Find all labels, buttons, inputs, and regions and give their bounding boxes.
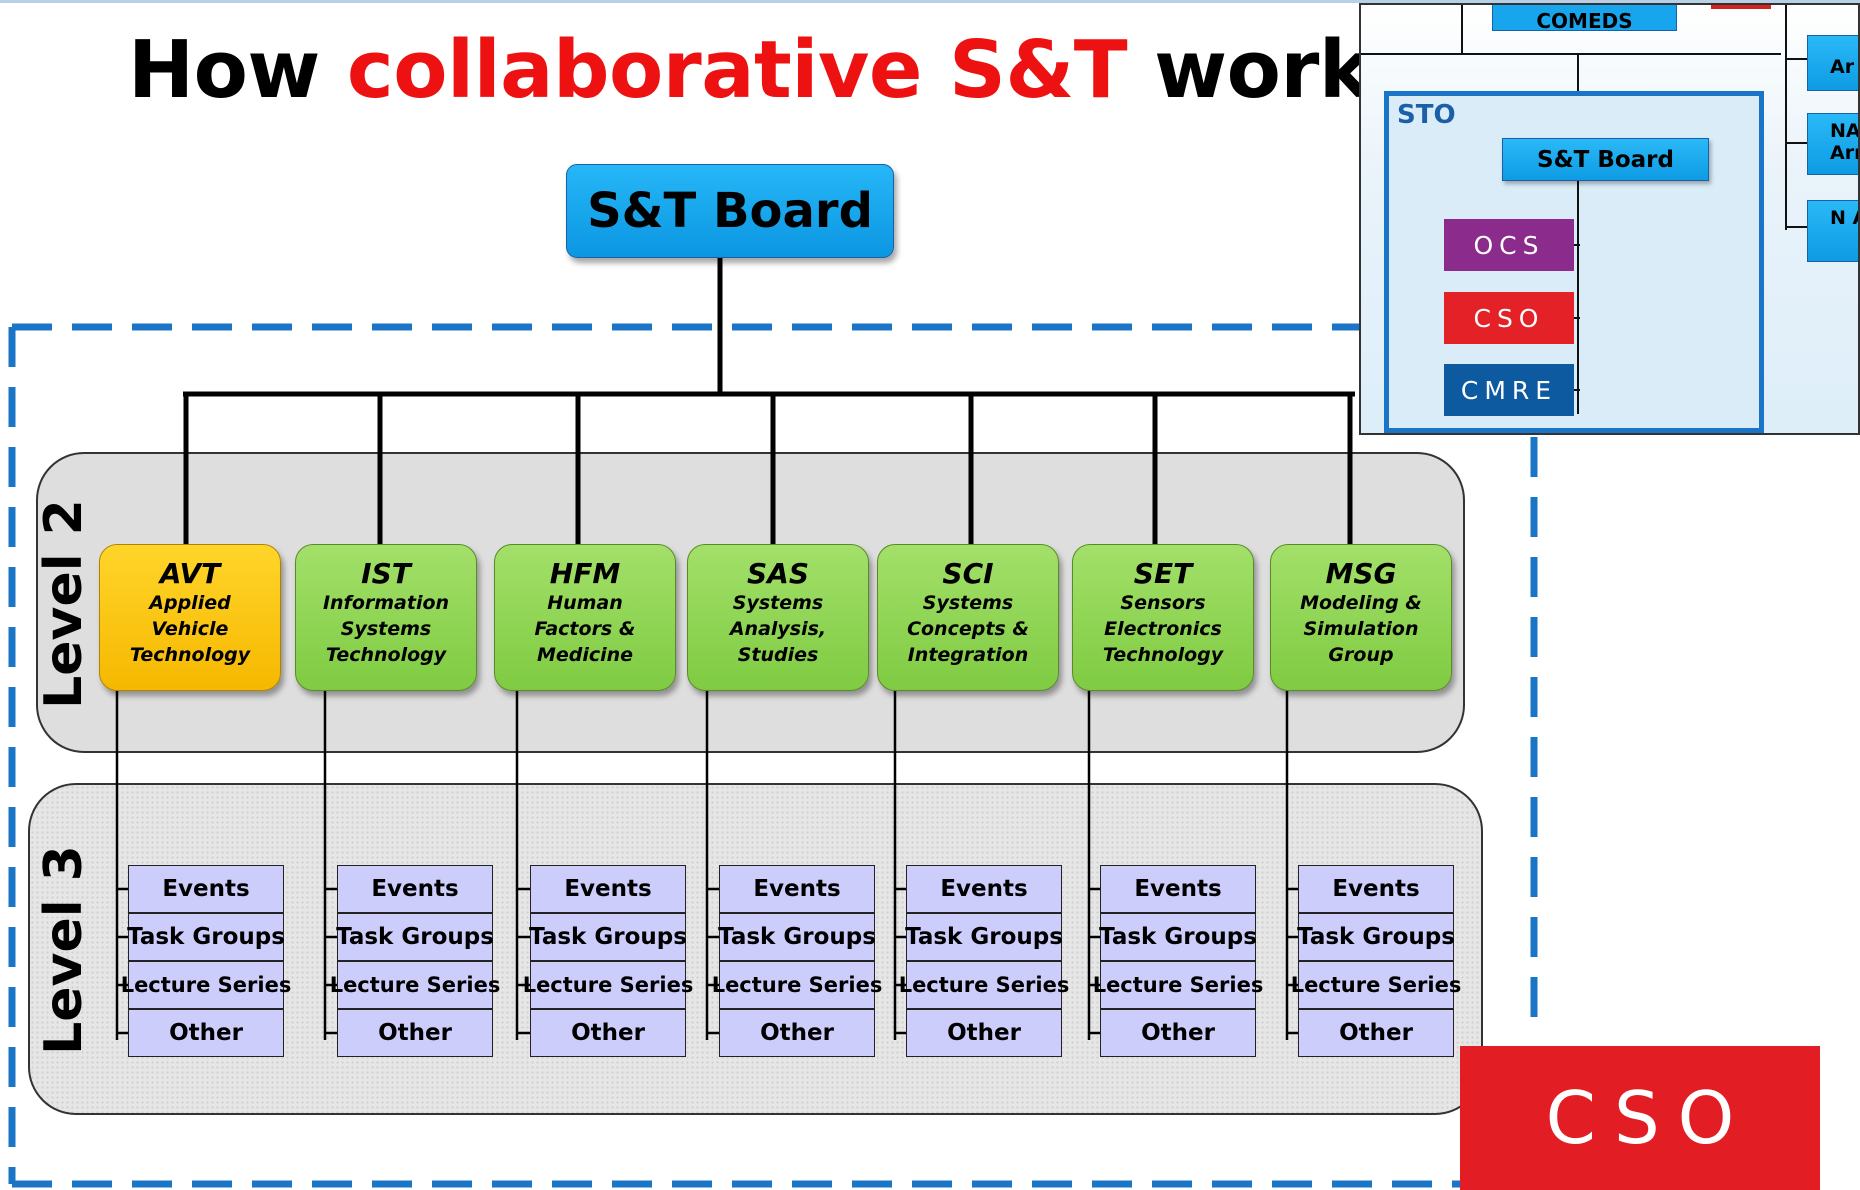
activity-box-lecture-series: Lecture Series [712, 961, 882, 1009]
panel-name-line: Technology [1102, 644, 1224, 666]
activity-box-task-groups: Task Groups [529, 913, 687, 961]
panel-name-line: Systems [922, 592, 1014, 614]
activity-box-task-groups: Task Groups [1099, 913, 1257, 961]
panel-name-line: Integration [907, 644, 1029, 666]
panel-name-line: Medicine [536, 644, 634, 666]
panel-name-line: Systems [732, 592, 824, 614]
panel-name-line: Concepts & [907, 618, 1029, 640]
panel-name-line: Information [322, 592, 450, 614]
activity-box-other: Other [128, 1009, 284, 1057]
activity-box-other: Other [1298, 1009, 1454, 1057]
panel-name-line: Simulation [1303, 618, 1419, 640]
sto-label: STO [1397, 100, 1456, 130]
activity-box-events: Events [530, 865, 686, 913]
panel-name-line: Electronics [1104, 618, 1222, 640]
activity-box-task-groups: Task Groups [127, 913, 285, 961]
panel-abbr: HFM [549, 557, 621, 590]
activity-box-other: Other [719, 1009, 875, 1057]
panel-name-line: Technology [325, 644, 447, 666]
panel-name-line: Technology [129, 644, 251, 666]
panel-name-line: Human [547, 592, 623, 614]
title-prefix: How [128, 24, 347, 116]
panel-name-line: Group [1328, 644, 1394, 666]
panel-name-line: Studies [737, 644, 819, 666]
activity-box-other: Other [530, 1009, 686, 1057]
panel-name-line: Systems [340, 618, 432, 640]
panel-name-line: Factors & [534, 618, 636, 640]
sto-connector-lines [1574, 179, 1580, 414]
activity-box-events: Events [906, 865, 1062, 913]
inset-side-box-1: Ar [1807, 35, 1858, 91]
activity-box-task-groups: Task Groups [1297, 913, 1455, 961]
panel-abbr: SET [1133, 557, 1193, 590]
activity-box-lecture-series: Lecture Series [523, 961, 693, 1009]
panel-name-line: Vehicle [151, 618, 229, 640]
org-cmre-box: CMRE [1444, 364, 1574, 416]
panel-abbr: IST [361, 557, 411, 590]
activity-box-lecture-series: Lecture Series [121, 961, 291, 1009]
panel-abbr: MSG [1325, 557, 1397, 590]
panel-name-line: Sensors [1120, 592, 1206, 614]
activity-box-other: Other [906, 1009, 1062, 1057]
inset-side-box-2: NA Arr [1807, 113, 1858, 175]
panel-abbr: AVT [159, 557, 221, 590]
inset-red-edge [1711, 5, 1771, 9]
activity-box-events: Events [337, 865, 493, 913]
activity-box-events: Events [128, 865, 284, 913]
activity-box-events: Events [1298, 865, 1454, 913]
activity-box-other: Other [337, 1009, 493, 1057]
activity-box-lecture-series: Lecture Series [1291, 961, 1461, 1009]
activity-box-lecture-series: Lecture Series [1093, 961, 1263, 1009]
activity-box-lecture-series: Lecture Series [899, 961, 1069, 1009]
inset-st-board-box: S&T Board [1502, 138, 1709, 181]
panel-abbr: SAS [746, 557, 809, 590]
sto-container: STO S&T Board OCS CSO CMRE [1384, 91, 1764, 433]
panel-name-line: Modeling & [1300, 592, 1422, 614]
org-cso-box: CSO [1444, 292, 1574, 344]
panel-name-line: Applied [149, 592, 231, 614]
top-strip [0, 0, 1860, 3]
activity-box-task-groups: Task Groups [336, 913, 494, 961]
org-ocs-box: OCS [1444, 219, 1574, 271]
activity-box-other: Other [1100, 1009, 1256, 1057]
title-highlight: collaborative S&T [346, 24, 1128, 116]
panel-name-line: Analysis, [729, 618, 827, 640]
activity-box-events: Events [1100, 865, 1256, 913]
org-chart-inset: COMEDS Ar NA Arr N A STO S&T Board OCS C… [1359, 3, 1860, 435]
activity-box-lecture-series: Lecture Series [330, 961, 500, 1009]
inset-comeds-box: COMEDS [1492, 5, 1677, 31]
activity-box-task-groups: Task Groups [718, 913, 876, 961]
st-board-box: S&T Board [566, 164, 894, 258]
cso-logo: CSO [1460, 1046, 1820, 1190]
inset-side-box-3: N A [1807, 200, 1858, 262]
activity-box-events: Events [719, 865, 875, 913]
panel-abbr: SCI [942, 557, 994, 590]
activity-box-task-groups: Task Groups [905, 913, 1063, 961]
